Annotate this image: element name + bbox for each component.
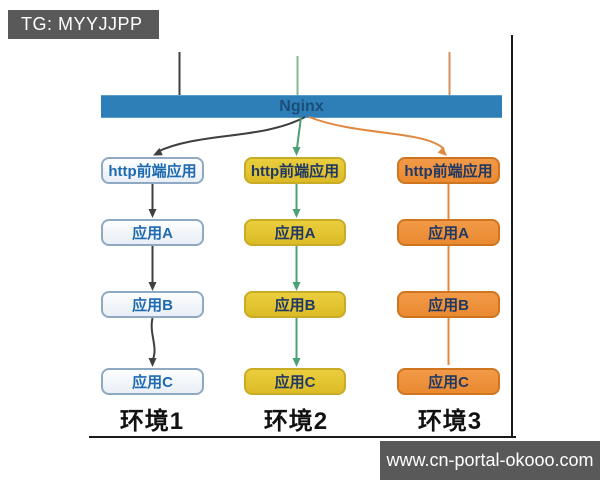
env1-node-app-a: 应用A <box>101 219 204 246</box>
env1-node-app-b: 应用B <box>101 291 204 318</box>
env1-a-to-b-arrowhead <box>148 282 157 291</box>
env2-a-to-b-arrowhead <box>292 282 301 291</box>
nginx-to-env3-curve <box>308 116 445 150</box>
tg-watermark-badge: TG: MYYJJPP <box>8 10 159 39</box>
nginx-to-env3-arrowhead <box>437 146 447 156</box>
watermark-url-badge: www.cn-portal-okooo.com <box>380 441 600 480</box>
nginx-label: Nginx <box>279 97 324 115</box>
env2-label: 环境2 <box>263 408 329 435</box>
env2-b-to-c-arrowhead <box>292 358 301 367</box>
env1-b-to-c-arrowhead <box>148 358 157 367</box>
env3-node-app-b: 应用B <box>397 291 500 318</box>
env2-http-to-a-arrowhead <box>292 209 301 218</box>
env1-label: 环境1 <box>119 408 185 435</box>
diagram-bottom-border <box>89 436 516 438</box>
diagram-right-border <box>511 35 513 437</box>
env3-node-app-a: 应用A <box>397 219 500 246</box>
env1-node-app-c: 应用C <box>101 368 204 395</box>
env2-node-app-a: 应用A <box>244 219 346 246</box>
nginx-to-env1-curve <box>156 116 306 153</box>
env2-node-app-b: 应用B <box>244 291 346 318</box>
env2-node-http-frontend: http前端应用 <box>244 157 346 184</box>
nginx-to-env2-arrowhead <box>292 147 301 156</box>
nginx-to-env2-line <box>296 116 302 149</box>
nginx-gateway-bar: Nginx <box>101 95 502 118</box>
nginx-to-env1-arrowhead <box>153 148 163 156</box>
env3-node-app-c: 应用C <box>397 368 500 395</box>
env1-b-to-c-line <box>150 317 156 360</box>
env2-node-app-c: 应用C <box>244 368 346 395</box>
env1-node-http-frontend: http前端应用 <box>101 157 204 184</box>
env3-node-http-frontend: http前端应用 <box>397 157 500 184</box>
env3-label: 环境3 <box>417 408 483 435</box>
env1-http-to-a-arrowhead <box>148 209 157 218</box>
